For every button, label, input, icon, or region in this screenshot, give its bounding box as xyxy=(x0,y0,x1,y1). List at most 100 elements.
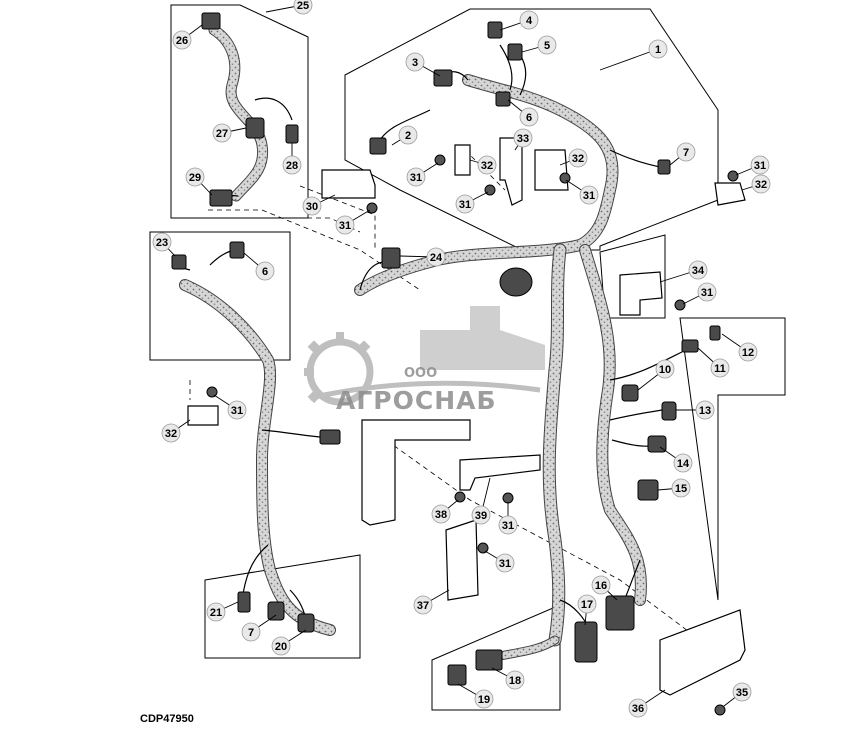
combine-harvester-icon xyxy=(420,306,545,370)
connector-10 xyxy=(621,384,639,402)
callout-label: 39 xyxy=(475,510,487,522)
callout-bubble xyxy=(431,504,451,524)
connector-29 xyxy=(209,189,233,207)
connector-6b xyxy=(229,241,245,259)
callout-bubble xyxy=(206,602,226,622)
callout-bubble xyxy=(152,232,172,252)
callout-14: 14 xyxy=(673,453,693,473)
callout-32: 32 xyxy=(568,148,588,168)
callout-15: 15 xyxy=(671,478,691,498)
callout-bubble xyxy=(293,0,313,15)
callout-31: 31 xyxy=(495,553,515,573)
swoosh xyxy=(309,380,541,401)
callout-26: 26 xyxy=(172,30,192,50)
bracket-34 xyxy=(619,271,663,316)
bolt-31a xyxy=(434,154,446,166)
callout-bubble xyxy=(161,423,181,443)
callout-bubble xyxy=(695,400,715,420)
callout-label: 32 xyxy=(165,428,177,440)
callout-label: 31 xyxy=(701,287,713,299)
callout-38: 38 xyxy=(431,504,451,524)
callout-bubble xyxy=(710,358,730,378)
callout-label: 31 xyxy=(410,172,422,184)
callout-bubble xyxy=(426,247,446,267)
callout-bubble xyxy=(577,594,597,614)
callout-label: 25 xyxy=(297,0,309,12)
callout-32: 32 xyxy=(477,155,497,175)
bracket-30 xyxy=(321,169,376,199)
bracket-37 xyxy=(445,519,479,601)
bolt-35 xyxy=(714,704,726,716)
callout-34: 34 xyxy=(688,260,708,280)
bracket-32c xyxy=(714,182,746,206)
callout-label: 34 xyxy=(692,265,705,277)
connectors xyxy=(171,12,721,686)
callout-bubble xyxy=(673,453,693,473)
frame-group-11 xyxy=(679,317,786,601)
callout-bubble xyxy=(413,595,433,615)
callout-bubble xyxy=(185,167,205,187)
callout-bubble xyxy=(474,689,494,709)
callout-label: 24 xyxy=(430,252,443,264)
frame-group-23 xyxy=(149,231,291,361)
callout-bubble xyxy=(519,107,539,127)
callout-32: 32 xyxy=(161,423,181,443)
frame-group-17 xyxy=(431,604,561,711)
callout-35: 35 xyxy=(732,682,752,702)
callout-label: 1 xyxy=(655,44,661,56)
harness-bundles xyxy=(179,24,647,661)
bolt-31g xyxy=(206,386,218,398)
callout-bubble xyxy=(335,215,355,235)
callout-33: 33 xyxy=(513,128,533,148)
callout-bubble xyxy=(302,196,322,216)
callout-6: 6 xyxy=(519,107,539,127)
bolt-31f xyxy=(674,299,686,311)
callout-bubble xyxy=(676,142,696,162)
callout-29: 29 xyxy=(185,167,205,187)
callout-7: 7 xyxy=(241,622,261,642)
callout-16: 16 xyxy=(591,575,611,595)
callout-2: 2 xyxy=(398,125,418,145)
callout-bubble xyxy=(498,515,518,535)
frame-group-1 xyxy=(344,8,719,251)
callout-label: 5 xyxy=(544,40,550,52)
connector-2 xyxy=(369,137,387,155)
connector-22 xyxy=(319,429,341,445)
callout-bubble xyxy=(648,39,668,59)
callout-label: 16 xyxy=(595,580,607,592)
callout-label: 2 xyxy=(405,130,411,142)
callout-bubble xyxy=(732,682,752,702)
fasteners xyxy=(206,154,739,716)
callout-label: 23 xyxy=(156,237,168,249)
brackets xyxy=(187,137,746,696)
bracket-mount xyxy=(361,419,471,526)
bolt-31i xyxy=(477,542,489,554)
callout-7: 7 xyxy=(676,142,696,162)
callout-bubble xyxy=(227,400,247,420)
callout-label: 31 xyxy=(231,405,243,417)
callout-20: 20 xyxy=(271,636,291,656)
callout-bubble xyxy=(455,194,475,214)
callout-bubble xyxy=(398,125,418,145)
callout-label: 14 xyxy=(677,458,690,470)
callout-label: 28 xyxy=(286,160,298,172)
watermark-company-name: АГРОСНАБ xyxy=(336,386,497,415)
connector-4 xyxy=(487,21,503,39)
callout-bubble xyxy=(172,30,192,50)
callout-bubble xyxy=(271,636,291,656)
connector-7b xyxy=(267,601,285,621)
connector-11 xyxy=(681,339,699,353)
callout-4: 4 xyxy=(519,10,539,30)
callout-label: 31 xyxy=(459,199,471,211)
callout-bubble xyxy=(471,505,491,525)
callout-label: 26 xyxy=(176,35,188,47)
callout-31: 31 xyxy=(750,155,770,175)
callout-label: 10 xyxy=(659,364,671,376)
callout-37: 37 xyxy=(413,595,433,615)
connector-19 xyxy=(447,664,467,686)
connector-23 xyxy=(171,254,187,270)
connector-16 xyxy=(605,595,635,631)
